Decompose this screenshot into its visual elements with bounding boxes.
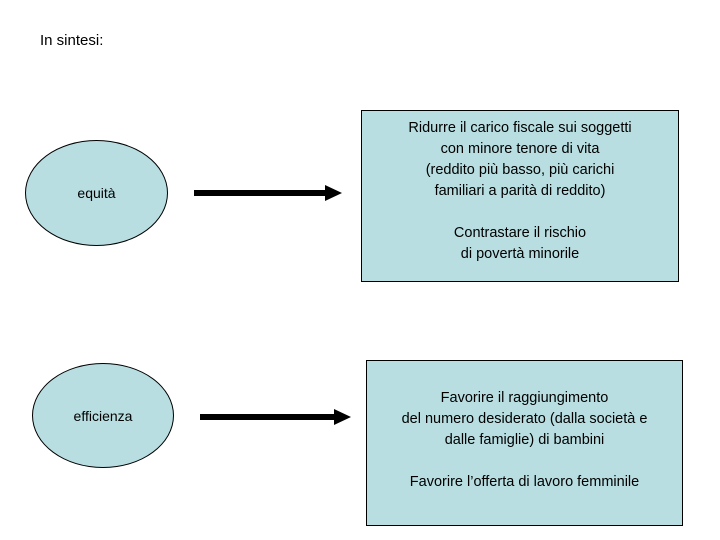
textbox-efficienza-paragraph-2: Favorire l’offerta di lavoro femminile <box>367 472 682 493</box>
text-line: Favorire l’offerta di lavoro femminile <box>409 474 640 490</box>
text-line: familiari a parità di reddito) <box>434 183 606 199</box>
text-line: dalle famiglie) di bambini <box>444 432 605 448</box>
ellipse-efficienza[interactable]: efficienza <box>32 363 174 468</box>
arrow-head <box>334 409 351 425</box>
textbox-equita-paragraph-2: Contrastare il rischio di povertà minori… <box>362 223 678 265</box>
text-line: Contrastare il rischio <box>453 225 587 241</box>
right-arrow-icon-efficienza <box>200 409 351 425</box>
text-line: Ridurre il carico fiscale sui soggetti <box>408 120 632 136</box>
text-line: (reddito più basso, più carichi <box>425 162 615 178</box>
page-title: In sintesi: <box>40 32 104 49</box>
textbox-efficienza-paragraph-1: Favorire il raggiungimento del numero de… <box>367 388 682 451</box>
arrow-shaft <box>194 190 327 196</box>
textbox-equita[interactable]: Ridurre il carico fiscale sui soggetti c… <box>361 110 679 282</box>
arrow-shaft <box>200 414 336 420</box>
arrow-head <box>325 185 342 201</box>
textbox-equita-paragraph-1: Ridurre il carico fiscale sui soggetti c… <box>362 118 678 202</box>
right-arrow-icon-equita <box>194 185 342 201</box>
ellipse-efficienza-label: efficienza <box>73 407 133 424</box>
text-line: Favorire il raggiungimento <box>440 390 609 406</box>
text-line: di povertà minorile <box>460 246 580 262</box>
text-line: del numero desiderato (dalla società e <box>401 411 648 427</box>
ellipse-equita[interactable]: equità <box>25 140 168 246</box>
text-line: con minore tenore di vita <box>440 141 600 157</box>
textbox-efficienza[interactable]: Favorire il raggiungimento del numero de… <box>366 360 683 526</box>
ellipse-equita-label: equità <box>77 185 116 201</box>
